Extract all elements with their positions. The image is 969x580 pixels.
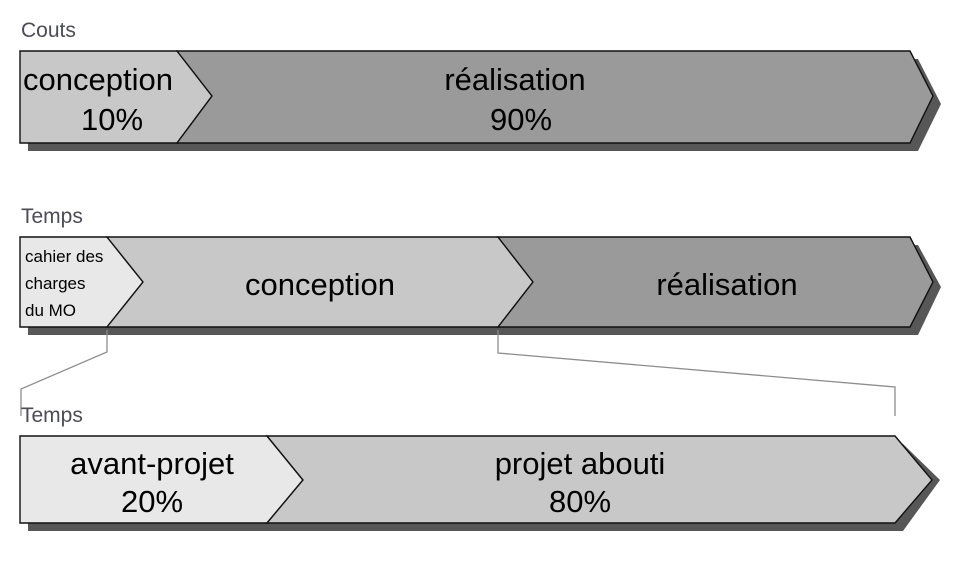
- segment-temps-cahier-line3: du MO: [25, 301, 76, 320]
- segment-projet-abouti-line1: projet abouti: [495, 446, 666, 481]
- connector-left-line: [20, 330, 108, 416]
- segment-avant-projet-line2: 20%: [121, 484, 183, 519]
- segment-couts-realisation-line2: 90%: [490, 102, 552, 137]
- segment-couts-realisation[interactable]: [175, 50, 934, 144]
- band-temps-phases: cahier des charges du MO conception réal…: [19, 236, 941, 335]
- segment-projet-abouti[interactable]: [265, 435, 933, 524]
- segment-couts-conception-line2: 10%: [81, 102, 143, 137]
- axis-label-couts: Couts: [21, 19, 76, 42]
- segment-temps-conception-label: conception: [245, 267, 395, 302]
- segment-couts-conception-line1: conception: [23, 62, 173, 97]
- band-couts: conception 10% réalisation 90%: [19, 50, 941, 151]
- axis-label-temps-projet: Temps: [21, 404, 83, 427]
- band-temps-projet: avant-projet 20% projet abouti 80%: [19, 435, 940, 531]
- axis-label-temps-phases: Temps: [21, 205, 83, 228]
- segment-temps-realisation[interactable]: [496, 236, 934, 328]
- segment-couts-realisation-line1: réalisation: [444, 62, 585, 97]
- segment-temps-cahier-line1: cahier des: [25, 247, 103, 266]
- segment-temps-cahier-line2: charges: [25, 274, 85, 293]
- segment-avant-projet-line1: avant-projet: [70, 446, 234, 481]
- segment-temps-realisation-label: réalisation: [656, 267, 797, 302]
- segment-projet-abouti-line2: 80%: [549, 484, 611, 519]
- connector-right-line: [497, 330, 896, 416]
